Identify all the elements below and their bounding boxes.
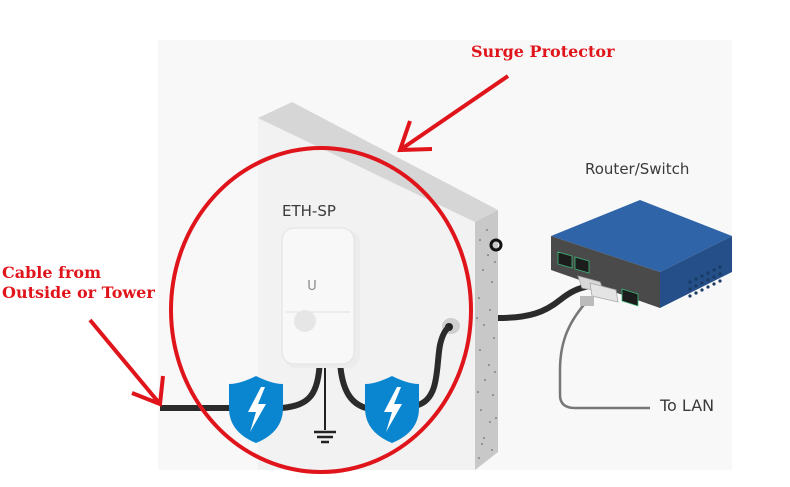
wall-side — [475, 210, 498, 470]
lan-cable — [558, 299, 650, 410]
device-port-hole — [294, 310, 316, 332]
wall-front — [258, 118, 475, 470]
lan-label: To LAN — [660, 396, 715, 415]
router-label: Router/Switch — [585, 160, 690, 178]
surge-protector-annotation: Surge Protector — [471, 42, 615, 61]
cable-device-to-shield2 — [337, 361, 368, 411]
router-vents — [688, 265, 722, 298]
eth-sp-device: U — [281, 227, 360, 368]
wall-speckles — [476, 229, 497, 459]
shield-lightning-icon-left — [229, 376, 283, 443]
arrow-to-cable — [88, 318, 165, 407]
highlight-circle — [169, 146, 473, 474]
cable-shield1-to-device — [281, 359, 323, 411]
router-ports — [557, 251, 639, 307]
cable-shield2-to-wall — [416, 324, 451, 408]
router-switch — [551, 200, 732, 308]
device-logo: U — [307, 279, 317, 294]
cable-wall-to-router — [497, 283, 591, 321]
device-label: ETH-SP — [282, 202, 336, 220]
ground-symbol-icon — [314, 430, 336, 444]
shield-lightning-icon-right — [365, 376, 419, 443]
arrow-to-surge-protector — [397, 74, 510, 153]
rj45-plugs — [577, 275, 619, 306]
cable-source-annotation-line1: Cable from — [2, 263, 102, 282]
cable-source-annotation-line2: Outside or Tower — [2, 283, 155, 302]
marker-dot — [489, 238, 503, 252]
